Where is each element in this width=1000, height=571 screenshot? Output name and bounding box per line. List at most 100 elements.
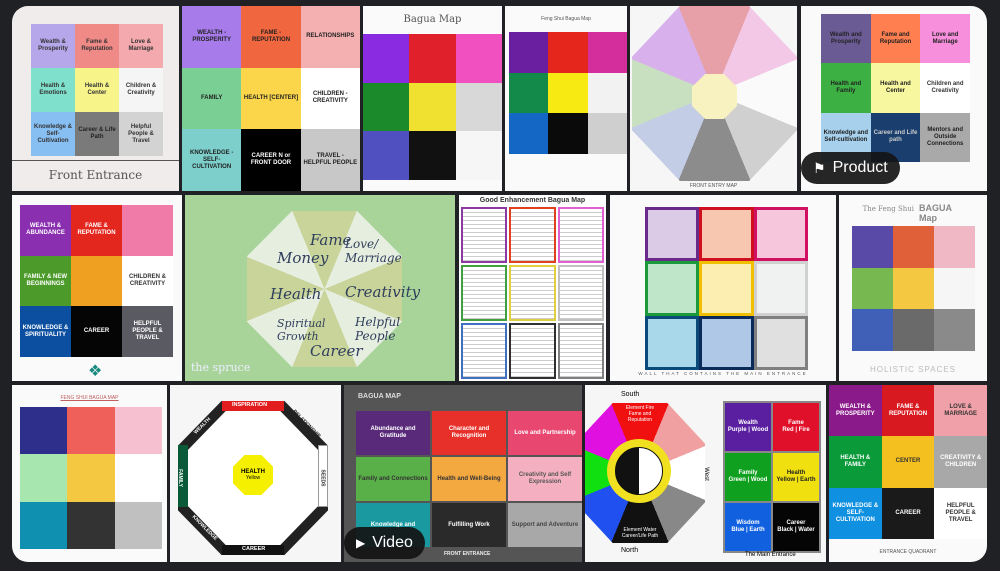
image-result-11[interactable]: The Feng Shui BAGUA Map HOLISTIC SPACES [839,195,987,381]
cell-label: Support and Adventure [511,521,579,528]
label-seeds: SEEDS [319,469,326,487]
bagua-cell [753,261,808,316]
cell-label: CENTER [895,458,921,465]
label-helpful-people: Helpful People [355,315,401,343]
bagua-cell [548,32,588,73]
cell-label: Wealth & Prosperity [38,39,68,52]
bagua-cell [67,501,115,549]
bagua-cell [509,113,549,154]
bagua-cell: Abundance and Gratitude [356,411,430,455]
image-result-4[interactable]: Feng Shui Bagua Map [505,6,627,191]
bagua-cell: Children and Creativity [920,63,970,113]
cell-label: FAMILY & NEW BEGINNINGS [23,273,67,287]
cell-label: CREATIVITY & CHILDREN [940,454,982,468]
label-career: Career [310,342,363,360]
tile-title: Feng Shui Bagua Map [541,16,591,22]
image-result-9[interactable]: Good Enhancement Bagua Map [459,195,606,381]
bagua-cell: Health and Family [821,63,871,113]
bagua-cell: CAREER N or FRONT DOOR [241,129,301,191]
bagua-cell [409,131,456,180]
bagua-cell: CENTER [881,436,935,488]
badge-label: Video [372,534,413,551]
bagua-cell [363,82,410,132]
cell-label: FAME - REPUTATION [251,29,291,43]
bar-family [178,445,188,507]
cell-label: HEALTH [CENTER] [243,94,299,101]
bagua-cell [455,34,502,83]
cell-label: Children & Creativity [125,83,157,96]
cell-label: HEALTH & FAMILY [840,454,871,468]
label-career: CAREER [242,546,266,552]
legend-sub: Green | Wood [728,477,768,483]
cell-label: Children and Creativity [926,80,964,94]
bagua-cell [363,131,410,180]
badge-label: Product [832,159,888,176]
bagua-cell: KNOWLEDGE & SELF-CULTIVATION [829,487,882,539]
bagua-cell [934,226,975,268]
image-result-15[interactable]: South North West Element Fire Fame and R… [585,385,826,562]
bagua-cell: FAMILY & NEW BEGINNINGS [20,255,71,307]
bagua-cell: Health and Well-Being [432,457,506,501]
cell-label: Career & Life Path [78,127,116,140]
bagua-cell [71,255,122,307]
play-icon: ▶ [356,536,366,550]
label-fire: Element Fire Fame and Reputation [625,405,655,423]
bagua-cell [934,309,975,351]
bar-seeds [318,445,328,507]
bagua-cell: Helpful People & Travel [119,112,163,156]
bagua-cell: LOVE & MARRIAGE [934,385,987,437]
bagua-cell [509,72,549,114]
tile-title: Good Enhancement Bagua Map [479,197,586,204]
health-center: HEALTH Yellow [233,455,273,495]
bagua-cell: KNOWLEDGE - SELF-CULTIVATION [182,129,242,191]
bagua-cell: Health & Emotions [31,68,75,112]
bagua-cell [934,267,975,310]
bagua-cell: FAME - REPUTATION [241,6,301,68]
cell-label: Fame and Reputation [879,31,912,45]
image-result-8[interactable]: Money Fame Love/ Marriage Health Creativ… [185,195,455,381]
bagua-cell: HELPFUL PEOPLE & TRAVEL [122,306,173,357]
bar-inspiration [222,401,284,411]
label-south: South [621,391,640,398]
bagua-cell [67,454,115,502]
tile-title: Bagua Map [403,14,462,25]
legend-sub: Yellow | Earth [776,477,816,483]
cell-label: Abundance and Gratitude [370,426,416,439]
cell-label: Family and Connections [358,475,428,482]
bagua-cell: Character and Recognition [432,411,506,455]
image-result-13[interactable]: INSPIRATION CAREER RELATIONSHIP SEEDS BE… [170,385,341,562]
cell-label: Love and Marriage [931,31,959,45]
bagua-cell [852,226,893,268]
tag-icon: ⚑ [813,159,826,176]
tile-title: The Feng Shui [862,205,914,213]
cell-label: CAREER [83,328,110,335]
tile-title: BAGUA MAP [358,393,401,400]
bagua-cell [455,131,502,180]
image-result-10[interactable]: WALL THAT CONTAINS THE MAIN ENTRANCE [610,195,836,381]
center-label: HEALTH [241,469,265,475]
butterfly-logo: ❖ [88,363,103,380]
cell-label: FAME & REPUTATION [888,403,928,417]
bagua-cell: WEALTH - PROSPERITY [182,6,242,68]
cell-label: HELPFUL PEOPLE & TRAVEL [132,321,163,342]
image-result-5[interactable]: FRONT ENTRY MAP [630,6,797,191]
tile-caption: FRONT ENTRY MAP [689,183,738,189]
bagua-cell: Mentors and Outside Connections [920,112,970,162]
label-fame: Fame [310,231,352,249]
legend-sub: Black | Water [777,527,815,533]
image-result-3[interactable]: Bagua Map [363,6,502,191]
bagua-cell [753,207,808,262]
image-result-12[interactable]: FENG SHUI BAGUA MAP [12,385,167,562]
bagua-cell: FAME & REPUTATION [71,205,122,256]
bagua-cell [548,113,588,154]
bagua-cell [363,34,410,83]
tile-caption: WALL THAT CONTAINS THE MAIN ENTRANCE [638,371,808,376]
cell-label: Love & Marriage [128,39,154,52]
bagua-cell [699,261,754,316]
bagua-cell [893,267,934,310]
